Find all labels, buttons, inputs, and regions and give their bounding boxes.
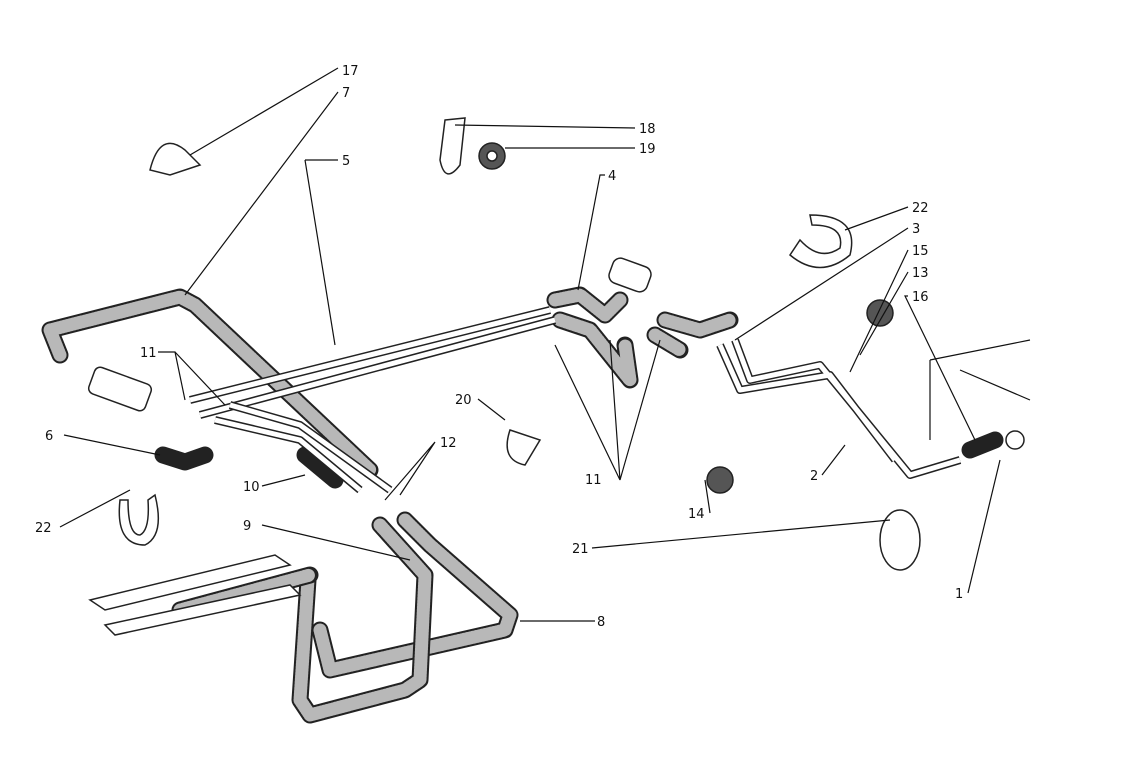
tank-outline bbox=[929, 339, 1031, 440]
callout-19: 19 bbox=[639, 142, 656, 157]
hose-10 bbox=[296, 446, 344, 489]
callout-18: 18 bbox=[639, 122, 656, 137]
callout-4: 4 bbox=[608, 169, 616, 184]
callout-10: 10 bbox=[243, 480, 260, 495]
callout-8: 8 bbox=[597, 615, 605, 630]
callout-22-left: 22 bbox=[35, 521, 52, 536]
leader-lines bbox=[59, 67, 1001, 622]
fuel-rail bbox=[88, 554, 302, 636]
callout-12: 12 bbox=[440, 436, 457, 451]
callout-21: 21 bbox=[572, 542, 589, 557]
callout-5: 5 bbox=[342, 154, 350, 169]
callout-22-top: 22 bbox=[912, 201, 929, 216]
callout-labels: 17 7 5 18 19 4 22 3 15 13 16 11 6 22 10 … bbox=[35, 64, 963, 630]
pipes bbox=[189, 306, 962, 494]
callout-6: 6 bbox=[45, 429, 53, 444]
callout-15: 15 bbox=[912, 244, 929, 259]
worm-clamp-21 bbox=[879, 509, 921, 571]
callout-16: 16 bbox=[912, 290, 929, 305]
callout-20: 20 bbox=[455, 393, 472, 408]
callout-3: 3 bbox=[912, 222, 920, 237]
callout-7: 7 bbox=[342, 86, 350, 101]
hose-clamp-22-top bbox=[789, 214, 853, 269]
callout-14: 14 bbox=[688, 507, 705, 522]
fuel-pump bbox=[608, 257, 652, 293]
grommet-13 bbox=[866, 299, 894, 327]
fitting-1 bbox=[1005, 430, 1025, 450]
callout-11-left: 11 bbox=[140, 346, 157, 361]
clip-20 bbox=[506, 429, 542, 466]
hose-clamp-22-left bbox=[118, 493, 160, 546]
hose-16 bbox=[961, 431, 1004, 459]
clip-17 bbox=[149, 142, 202, 176]
callout-13: 13 bbox=[912, 266, 929, 281]
pipe-2 bbox=[716, 338, 962, 479]
callout-9: 9 bbox=[243, 519, 251, 534]
hose-6 bbox=[154, 446, 214, 471]
fuel-filter bbox=[87, 366, 153, 412]
components bbox=[87, 117, 1031, 636]
callout-11-mid: 11 bbox=[585, 473, 602, 488]
callout-2: 2 bbox=[810, 469, 818, 484]
callout-17: 17 bbox=[342, 64, 359, 79]
clamp-18 bbox=[439, 117, 466, 175]
grommet-14 bbox=[706, 466, 734, 494]
callout-1: 1 bbox=[955, 587, 963, 602]
hoses bbox=[41, 286, 1004, 724]
